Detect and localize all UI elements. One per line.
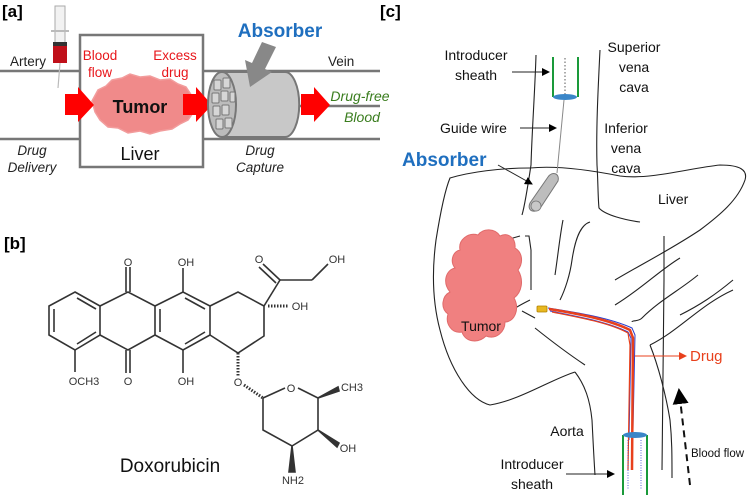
atom-nh2: NH2 (282, 475, 304, 487)
inferior-vena-cava-label-2: vena (611, 140, 642, 156)
absorber-cylinder-icon (207, 42, 301, 138)
blood-flow-label-2: flow (88, 65, 112, 80)
superior-vena-cava-label-3: cava (619, 79, 649, 95)
excess-drug-label-2: drug (161, 65, 188, 80)
liver-label: Liver (120, 144, 159, 164)
drug-free-label-1: Drug-free (330, 88, 389, 104)
tumor-cloud (442, 229, 523, 342)
superior-vena-cava-label-1: Superior (608, 39, 661, 55)
excess-drug-label-1: Excess (153, 48, 197, 63)
inferior-vena-cava-label-1: Inferior (604, 120, 648, 136)
absorber-label-a: Absorber (238, 21, 323, 42)
atom-o-glycosidic: O (234, 377, 243, 389)
atom-ch3: CH3 (341, 382, 363, 394)
drug-capture-label-1: Drug (245, 143, 275, 158)
introducer-sheath-top-label-2: sheath (455, 67, 497, 83)
panel-c-label: [c] (380, 2, 401, 21)
tumor-label: Tumor (113, 97, 168, 117)
absorber-label-c: Absorber (402, 150, 487, 171)
atom-o-bottom-left: O (124, 376, 133, 388)
atom-oh-terminal: OH (329, 254, 346, 266)
aorta-label: Aorta (550, 423, 584, 439)
blood-flow-label-1: Blood (83, 48, 118, 63)
guide-wire-label: Guide wire (440, 120, 507, 136)
panel-b: [b] (4, 234, 363, 487)
panel-b-label: [b] (4, 234, 26, 253)
drug-free-label-2: Blood (344, 109, 381, 125)
artery-label: Artery (10, 54, 46, 69)
introducer-sheath-top-label-1: Introducer (444, 47, 507, 63)
molecule-name: Doxorubicin (120, 456, 220, 477)
panel-a-label: [a] (2, 2, 23, 21)
atom-o-ring: O (287, 383, 296, 395)
guide-wire (556, 99, 565, 174)
superior-vena-cava-label-2: vena (619, 59, 650, 75)
bottom-introducer-sheath-icon (622, 432, 648, 495)
tumor-label-c: Tumor (461, 318, 501, 334)
introducer-sheath-bottom-label-1: Introducer (500, 456, 563, 472)
liver-label-c: Liver (658, 191, 689, 207)
atom-oh-bottom: OH (178, 376, 195, 388)
atom-oh-sugar: OH (340, 443, 357, 455)
outflow-arrow-icon (301, 87, 330, 122)
blood-flow-arrow-icon (672, 388, 691, 486)
atom-oh-stereo: OH (292, 301, 309, 313)
introducer-sheath-bottom-label-2: sheath (511, 476, 553, 492)
absorber-pointer-icon (497, 164, 533, 185)
atom-o-ketone: O (255, 254, 264, 266)
atom-oh-top: OH (178, 257, 195, 269)
drug-delivery-label-2: Delivery (8, 160, 58, 175)
inferior-vena-cava-label-3: cava (611, 160, 641, 176)
inflow-arrow-icon (65, 87, 94, 122)
atom-och3: OCH3 (69, 376, 100, 388)
drug-capture-label-2: Capture (236, 160, 284, 175)
drug-label: Drug (690, 348, 723, 365)
to-absorber-arrow-icon (183, 87, 212, 122)
absorber-capsule-icon (528, 173, 559, 212)
blood-flow-label-c: Blood flow (691, 448, 745, 460)
drug-delivery-label-1: Drug (17, 143, 47, 158)
doxorubicin-structure (48, 263, 341, 473)
panel-c: [c] Tumor (380, 2, 747, 495)
atom-o-top-left: O (124, 257, 133, 269)
panel-a: [a] Artery Vein Blood flow Excess drug T… (0, 2, 390, 175)
vein-label: Vein (328, 54, 354, 69)
catheter-icon (536, 305, 636, 471)
syringe-icon (51, 5, 69, 89)
top-introducer-sheath-icon (552, 57, 579, 100)
